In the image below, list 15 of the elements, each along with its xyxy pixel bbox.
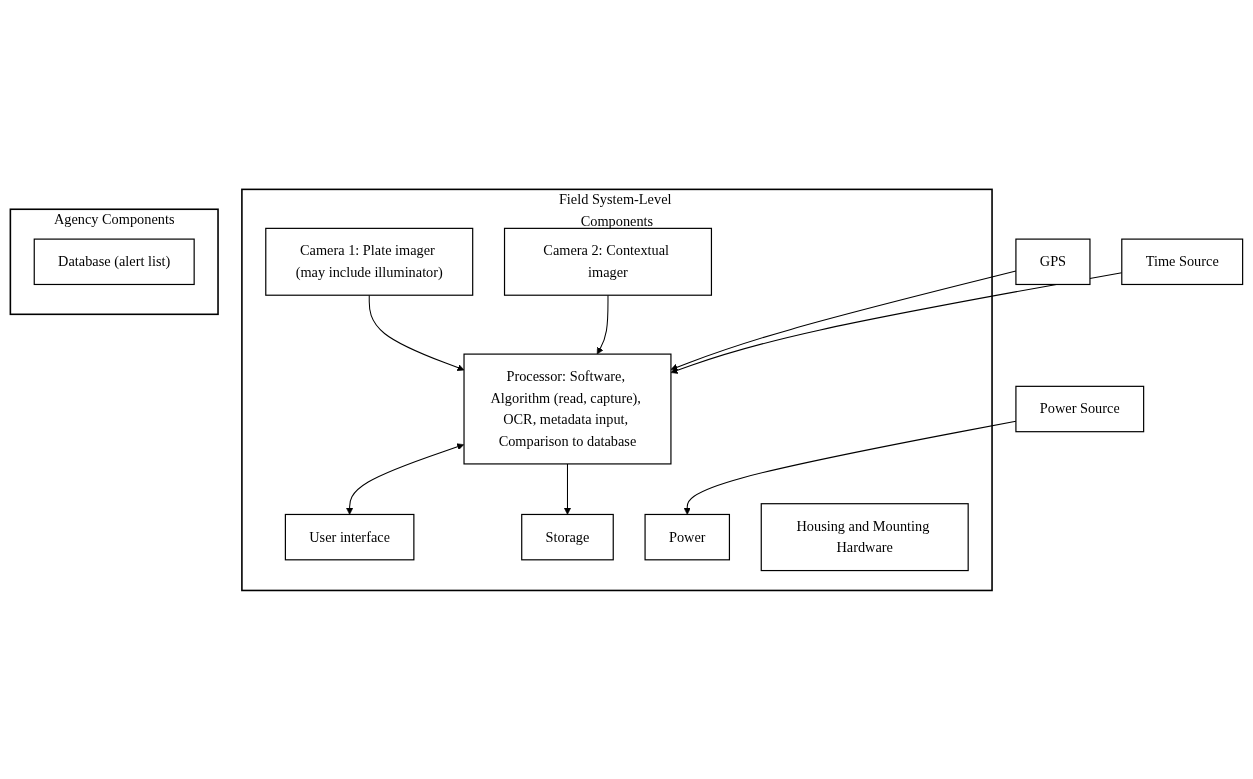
node-box: Camera 1: Plate imager (may include illuminator)	[265, 227, 474, 296]
node-box: Power Source	[1015, 385, 1145, 432]
arrow	[368, 294, 465, 371]
node-box: Processor: Software, Algorithm (read, capture), OCR, metadata input, Comparison to database	[463, 353, 672, 465]
arrow	[596, 294, 609, 354]
node-box: Camera 2: Contextual imager	[503, 227, 713, 296]
node-box: Database (alert list)	[33, 238, 195, 285]
node-box: Time Source	[1121, 238, 1244, 285]
node-box: GPS	[1015, 238, 1091, 285]
node-box: Storage	[521, 513, 614, 560]
node-box: Housing and Mounting Hardware	[760, 502, 969, 571]
node-box: User interface	[284, 513, 415, 560]
arrow	[346, 442, 465, 515]
arrow	[564, 463, 571, 515]
node-box: Power	[644, 513, 730, 560]
